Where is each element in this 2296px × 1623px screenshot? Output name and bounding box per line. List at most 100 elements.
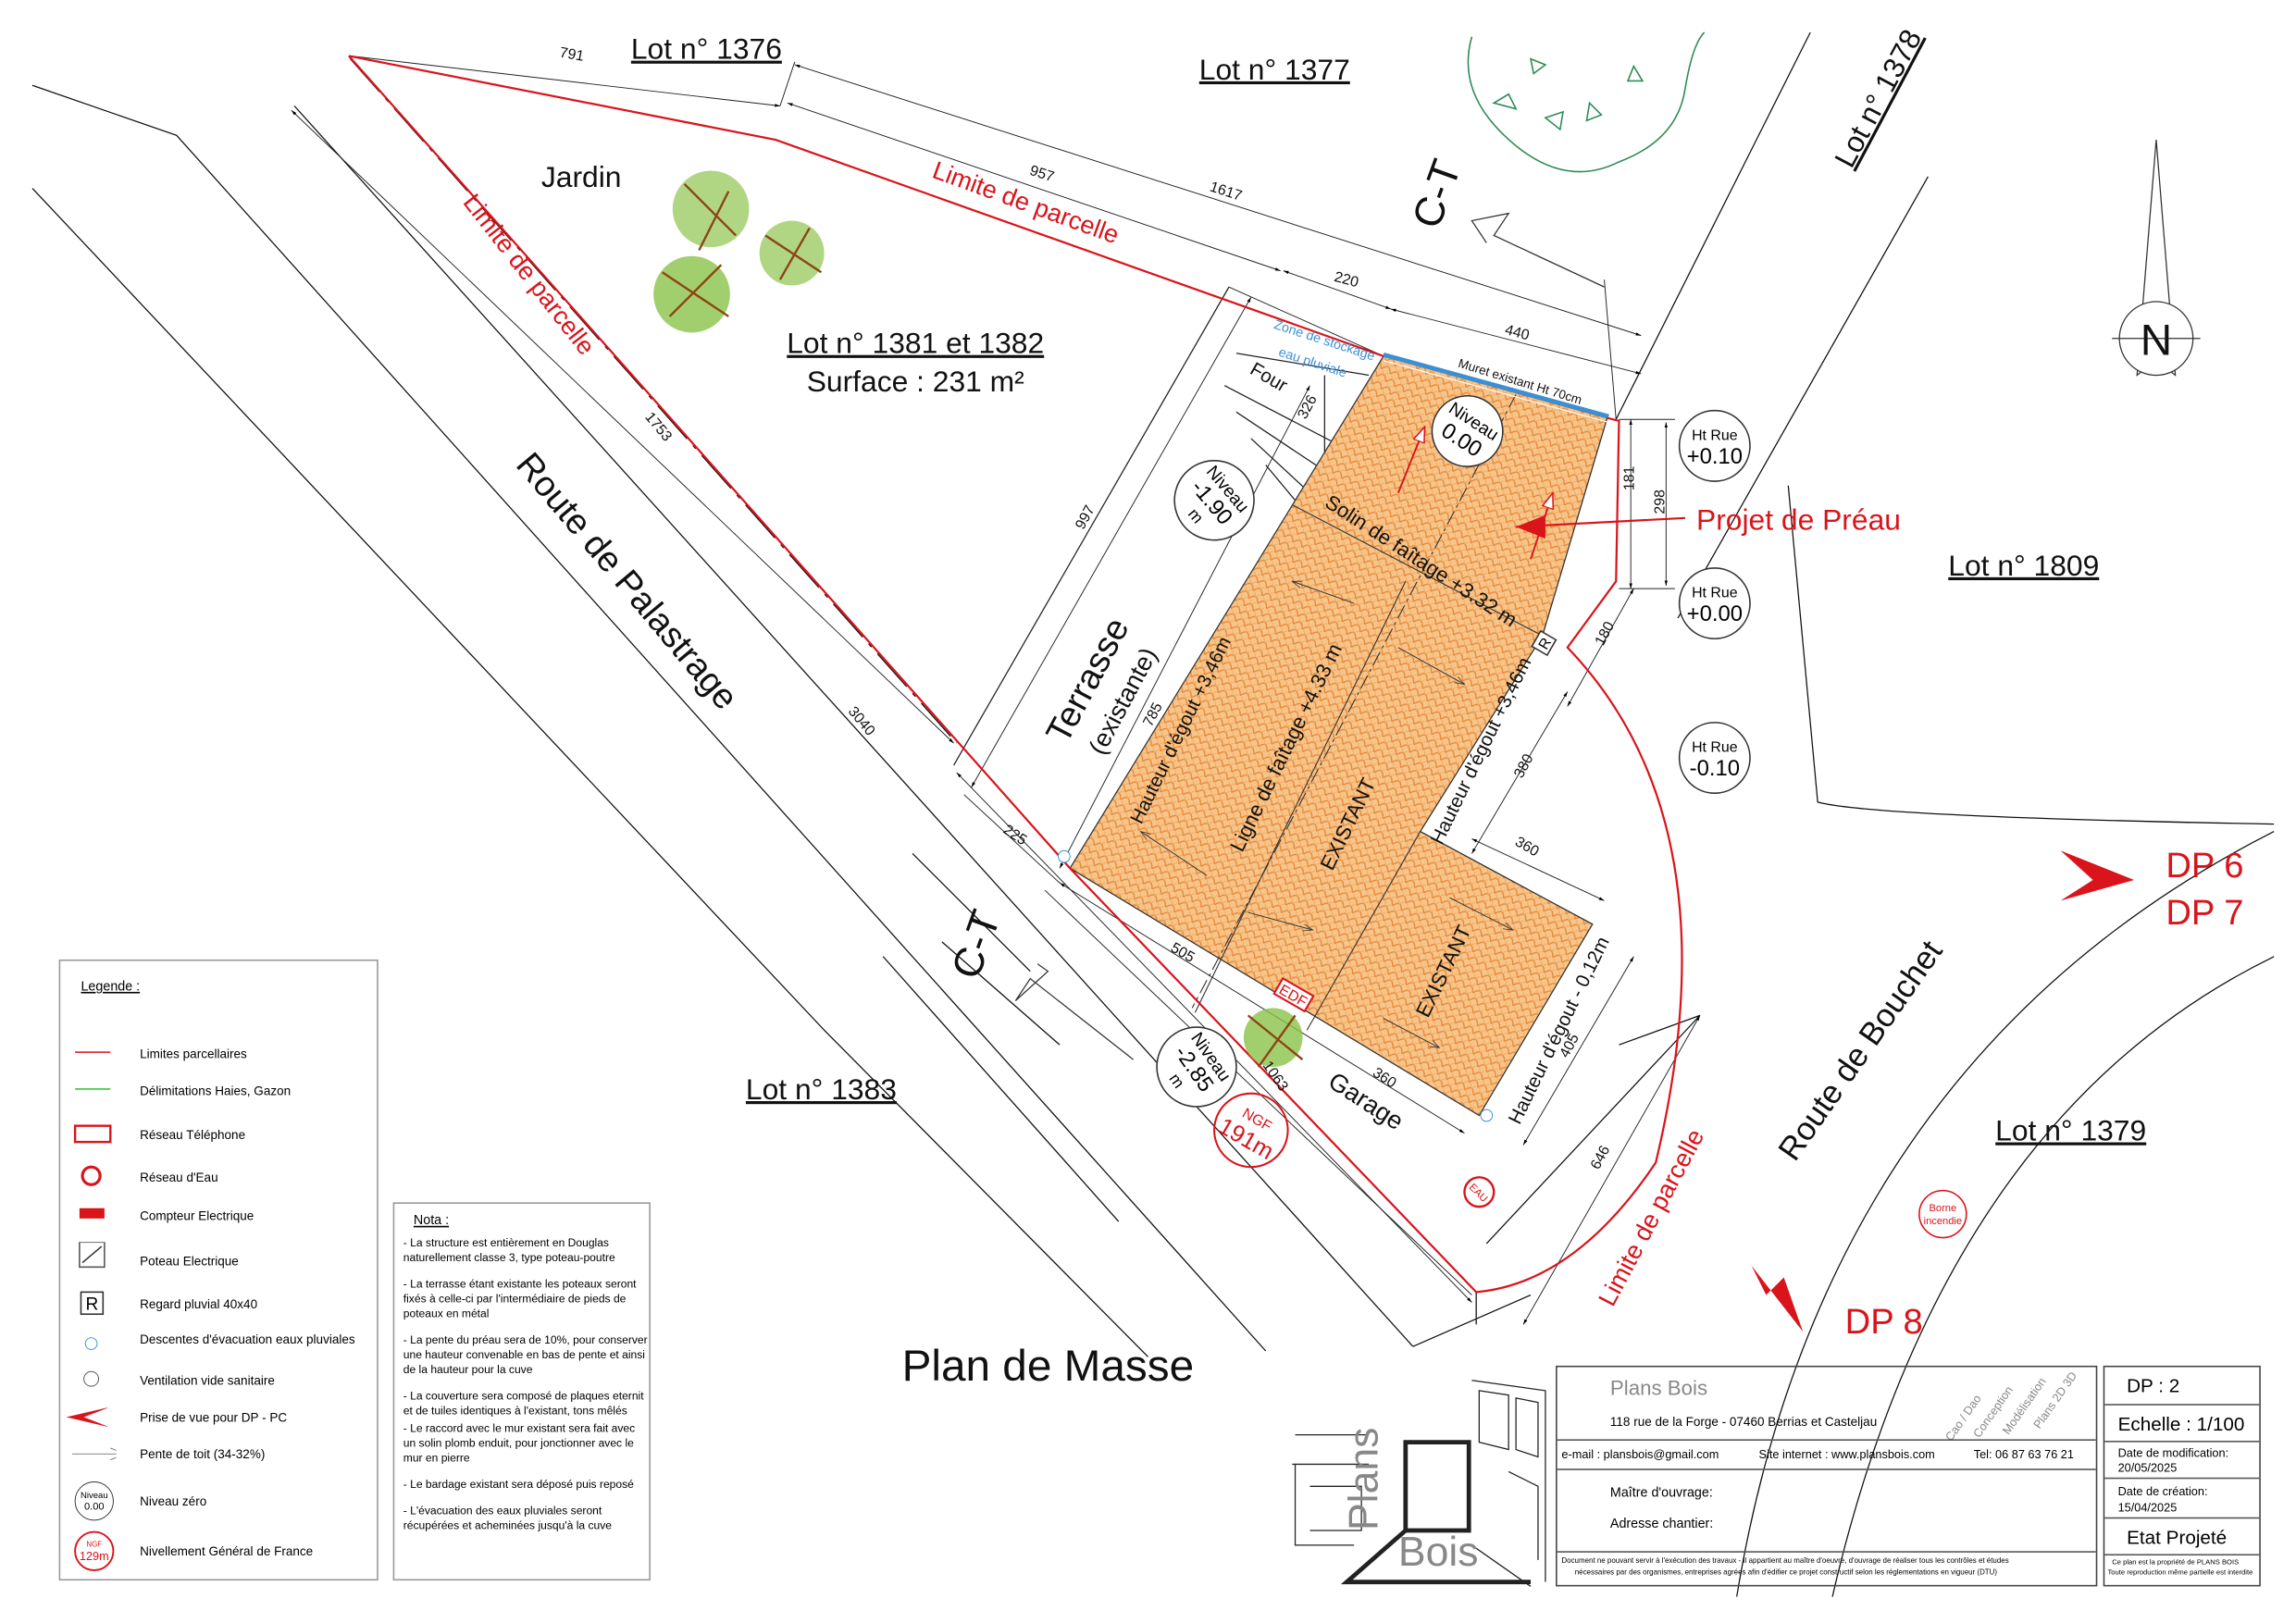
svg-text:298: 298 xyxy=(1653,489,1669,514)
svg-text:997: 997 xyxy=(1073,502,1098,532)
nota-item: - La terrasse étant existante les poteau… xyxy=(403,1277,637,1320)
contact-email: e-mail : plansbois@gmail.com xyxy=(1561,1447,1719,1462)
legend-label: Niveau zéro xyxy=(140,1493,207,1509)
roof-lines xyxy=(1191,352,1609,1031)
svg-text:+0.10: +0.10 xyxy=(1687,444,1743,469)
slope-arrows xyxy=(1141,580,1513,1047)
legend-panel: Legende : Limites parcellaires Délimitat… xyxy=(58,959,379,1581)
edf-pole-icon xyxy=(79,1242,105,1269)
green-line-icon xyxy=(75,1088,111,1090)
parcel-limit xyxy=(348,55,1683,1294)
company-name: Plans Bois xyxy=(1609,1376,1708,1400)
downpipe-icon xyxy=(1058,849,1071,863)
pointer-arrowhead-icon xyxy=(1516,514,1545,539)
svg-text:Borne: Borne xyxy=(1929,1203,1956,1214)
section-arrow-icon xyxy=(1014,963,1135,1060)
disclaimer: Document ne pouvant servir à l'exécution… xyxy=(1561,1556,2009,1567)
svg-text:DP 7: DP 7 xyxy=(2166,893,2243,933)
street-height-circle: Ht Rue-0.10 xyxy=(1678,722,1751,795)
svg-text:791: 791 xyxy=(558,45,585,65)
svg-text:Lot n° 1383: Lot n° 1383 xyxy=(746,1072,897,1106)
legend-label: Regard pluvial 40x40 xyxy=(140,1296,258,1312)
dp-number: DP : 2 xyxy=(2127,1374,2180,1397)
svg-text:Projet de Préau: Projet de Préau xyxy=(1696,503,1901,537)
legend-label: Nivellement Général de France xyxy=(140,1543,314,1559)
svg-text:Limite de parcelle: Limite de parcelle xyxy=(458,189,601,360)
legend-item: Délimitations Haies, Gazon xyxy=(60,1077,379,1107)
legend-label: Poteau Electrique xyxy=(140,1254,239,1269)
modification-date: 20/05/2025 xyxy=(2117,1461,2178,1475)
svg-text:Lot n° 1379: Lot n° 1379 xyxy=(1995,1114,2146,1147)
section-arrow-icon xyxy=(1471,212,1605,288)
modification-date-label: Date de modification: xyxy=(2117,1446,2229,1460)
svg-text:Ht Rue: Ht Rue xyxy=(1692,740,1738,756)
svg-text:C-T: C-T xyxy=(1404,155,1470,234)
svg-text:Lot n° 1378: Lot n° 1378 xyxy=(1828,24,1928,173)
contact-tel: Tel: 06 87 63 76 21 xyxy=(1973,1447,2074,1462)
legend-item: Limites parcellaires xyxy=(60,1040,379,1070)
hedge-outline xyxy=(1467,31,1706,173)
company-address: 118 rue de la Forge - 07460 Berrias et C… xyxy=(1609,1414,1878,1430)
nota-title: Nota : xyxy=(413,1212,450,1228)
edf-meter-icon xyxy=(79,1208,105,1219)
svg-text:Route de Palastrage: Route de Palastrage xyxy=(508,445,746,717)
north-arrow-icon: N xyxy=(2112,140,2201,377)
svg-text:440: 440 xyxy=(1503,322,1531,343)
legend-item: Réseau d'Eau xyxy=(60,1164,379,1194)
legend-item: Ventilation vide sanitaire xyxy=(60,1367,379,1396)
legend-label: Réseau Téléphone xyxy=(140,1127,246,1143)
legend-item: Poteau Electrique xyxy=(60,1242,379,1271)
downpipe-icon xyxy=(1480,1109,1494,1122)
svg-text:225: 225 xyxy=(1000,822,1030,849)
rain-manhole-icon: R xyxy=(80,1291,105,1316)
svg-text:Bois: Bois xyxy=(1398,1530,1479,1575)
edf-meter-icon: EDF xyxy=(1272,976,1315,1013)
legend-item: Réseau Téléphone xyxy=(60,1121,379,1151)
nota-item: - Le raccord avec le mur existant sera f… xyxy=(403,1421,636,1465)
dimension-lines xyxy=(291,55,1701,1325)
plans-bois-logo: Plans Bois xyxy=(1292,1380,1546,1587)
roof-tiles-area xyxy=(1069,355,1608,1117)
nota-item: - L'évacuation des eaux pluviales seront… xyxy=(403,1504,612,1532)
svg-text:1617: 1617 xyxy=(1208,180,1244,204)
level-circle-2: Niveau-2.85m xyxy=(1156,1026,1237,1108)
legend-item: Prise de vue pour DP - PC xyxy=(60,1404,379,1433)
svg-text:181: 181 xyxy=(1621,465,1637,490)
street-height-circle: Ht Rue+0.00 xyxy=(1678,567,1751,640)
tree-icon xyxy=(653,170,1304,1068)
red-line-icon xyxy=(75,1051,111,1053)
svg-text:Four: Four xyxy=(1247,358,1291,396)
view-arrow-icon xyxy=(66,1407,108,1427)
ventilation-icon xyxy=(83,1370,100,1387)
svg-text:Route de Bouchet: Route de Bouchet xyxy=(1771,934,1950,1167)
svg-text:Limite de parcelle: Limite de parcelle xyxy=(929,156,1123,250)
scale: Echelle : 1/100 xyxy=(2117,1412,2245,1435)
svg-text:646: 646 xyxy=(1588,1143,1614,1172)
plan-state: Etat Projeté xyxy=(2127,1526,2228,1549)
slope-arrow-icon xyxy=(71,1447,117,1461)
legend-label: Pente de toit (34-32%) xyxy=(140,1446,266,1462)
nota-list: - La structure est entièrement en Dougla… xyxy=(403,1236,648,1545)
creation-date-label: Date de création: xyxy=(2117,1484,2208,1499)
legend-item: Compteur Electrique xyxy=(60,1202,379,1232)
svg-text:220: 220 xyxy=(1333,269,1360,291)
property-notice: Ce plan est la propriété de PLANS BOIS xyxy=(2112,1559,2240,1567)
contact-site: Site internet : www.plansbois.com xyxy=(1758,1447,1935,1462)
svg-text:Lot n° 1381 et 1382: Lot n° 1381 et 1382 xyxy=(787,327,1044,360)
title-block: Plans Bois 118 rue de la Forge - 07460 B… xyxy=(1556,1365,2098,1587)
telephone-network-icon xyxy=(73,1124,112,1144)
page-title: Plan de Masse xyxy=(902,1342,1195,1391)
svg-text:C-T: C-T xyxy=(943,905,1009,985)
svg-text:N: N xyxy=(2141,316,2172,365)
nota-item: - La structure est entièrement en Dougla… xyxy=(403,1235,615,1265)
level-circle-1: Niveau-1.90m xyxy=(1173,459,1255,541)
svg-text:Lot n° 1377: Lot n° 1377 xyxy=(1199,53,1350,86)
legend-label: Descentes d'évacuation eaux pluviales xyxy=(140,1332,355,1347)
